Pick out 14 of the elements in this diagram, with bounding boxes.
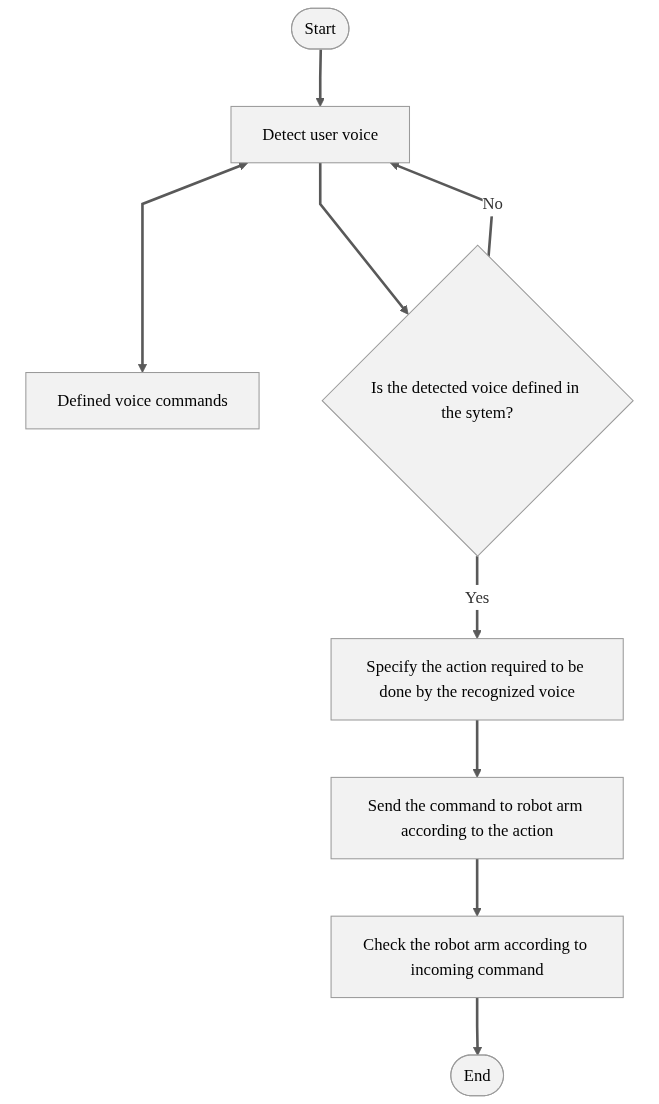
arrow (318, 162, 409, 315)
edge-label: No (482, 194, 503, 213)
node-box: Detect user voice (230, 105, 410, 164)
arrow (137, 161, 249, 373)
node-box: Send the command to robot arm according to the action (330, 776, 624, 860)
node-diamond: Is the detected voice defined in the sytem? (321, 244, 634, 557)
arrow (472, 720, 482, 778)
arrow (472, 997, 483, 1056)
arrow (315, 49, 325, 107)
node-box: Defined voice commands (25, 372, 260, 430)
node-box: Check the robot arm according to incoming command (330, 915, 624, 999)
node-box: Specify the action required to be done by the recognized voice (330, 638, 624, 721)
edge-label: Yes (465, 588, 490, 606)
arrow (472, 858, 482, 917)
